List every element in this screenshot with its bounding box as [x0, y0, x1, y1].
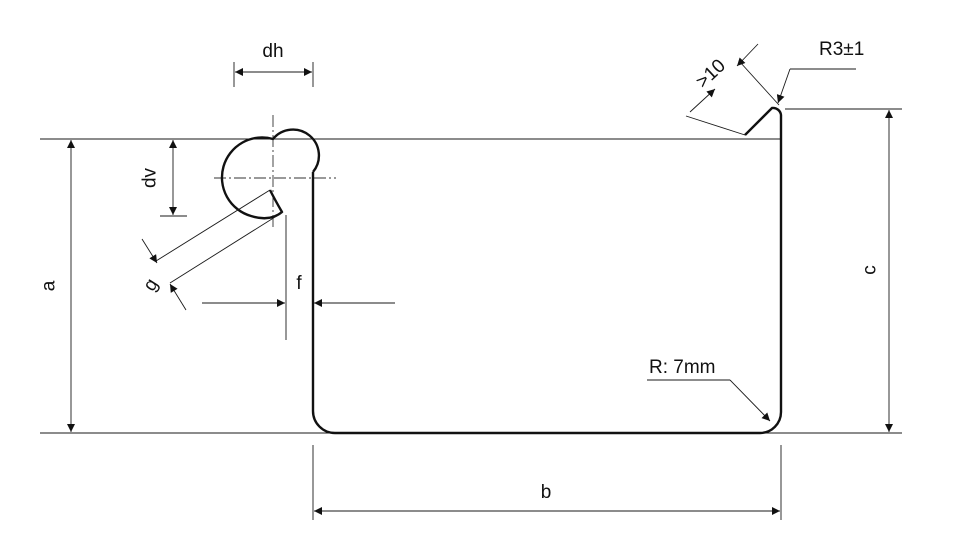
bend-radius-label: R: 7mm — [649, 357, 716, 378]
dimension-c: c — [860, 110, 893, 432]
dimension-min-length-label: >10 — [692, 55, 730, 92]
gutter-profile — [220, 106, 783, 435]
dimension-f-label: f — [296, 273, 302, 294]
dimension-b-label: b — [541, 482, 552, 503]
leader-tip-radius: R3±1 — [776, 39, 864, 104]
tip-radius-label: R3±1 — [819, 39, 864, 60]
dimension-a-label: a — [39, 280, 60, 291]
dimension-dh-label: dh — [262, 41, 283, 62]
dimension-c-label: c — [860, 265, 881, 275]
reference-lines — [40, 62, 902, 520]
dimension-min-length: >10 — [685, 43, 780, 136]
bead-center-lines — [214, 115, 336, 230]
leader-bend-radius: R: 7mm — [647, 357, 771, 422]
dimension-b: b — [314, 482, 780, 515]
dimension-f: f — [202, 273, 395, 307]
dimension-dv: dv — [140, 140, 177, 215]
dimension-dv-label: dv — [140, 167, 161, 188]
dimension-g: g — [139, 189, 284, 311]
dimension-a: a — [39, 140, 75, 432]
dimension-g-label: g — [139, 275, 162, 295]
dimension-dh: dh — [235, 41, 312, 76]
